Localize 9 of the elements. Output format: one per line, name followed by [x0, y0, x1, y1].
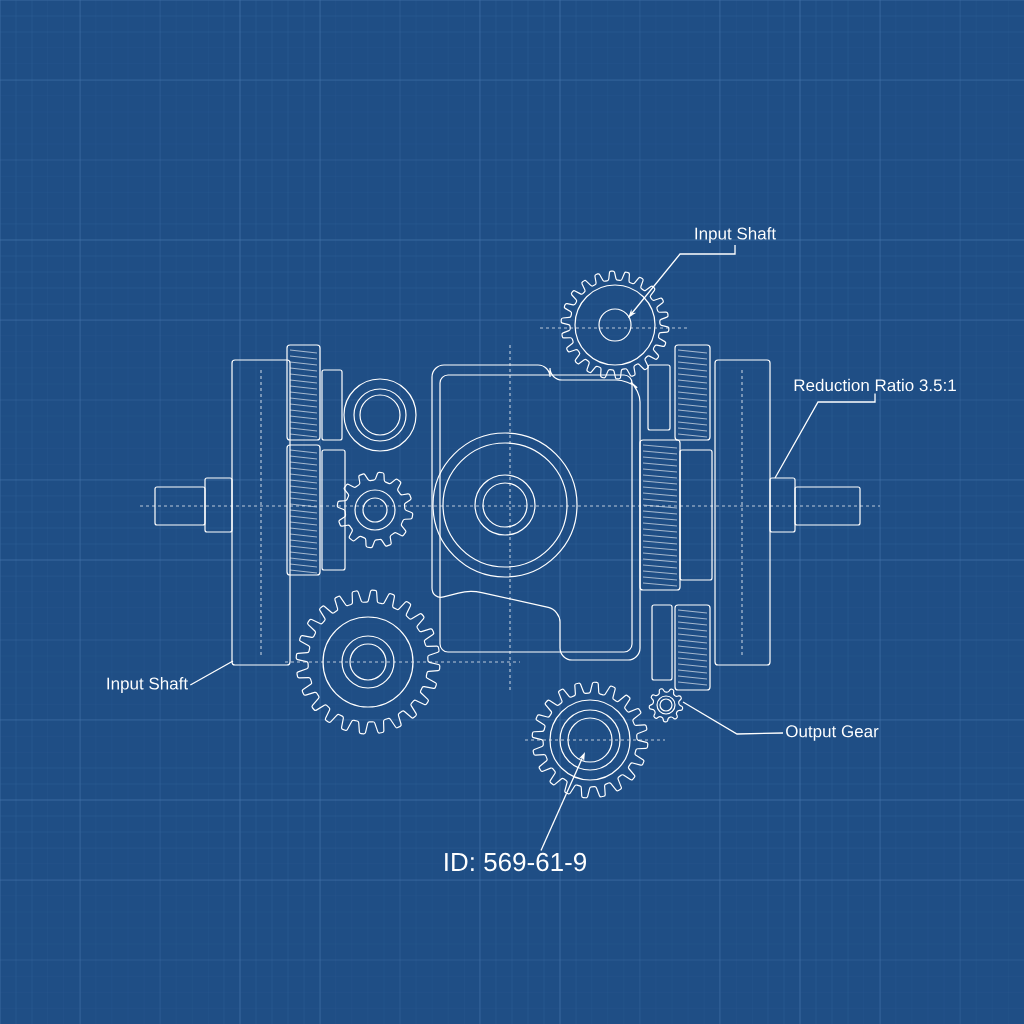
callout-label: Output Gear	[786, 725, 879, 741]
leader-line	[682, 701, 784, 735]
leader-line	[774, 392, 876, 479]
callout-label: ID: 569-61-9	[445, 852, 586, 872]
callout-label: Input Shaft	[695, 227, 776, 243]
callout-label: Input Shaft	[107, 677, 188, 693]
callout-label: Reduction Ratio 3.5:1	[794, 378, 956, 392]
leader-line	[189, 660, 234, 686]
leader-line	[628, 244, 736, 318]
